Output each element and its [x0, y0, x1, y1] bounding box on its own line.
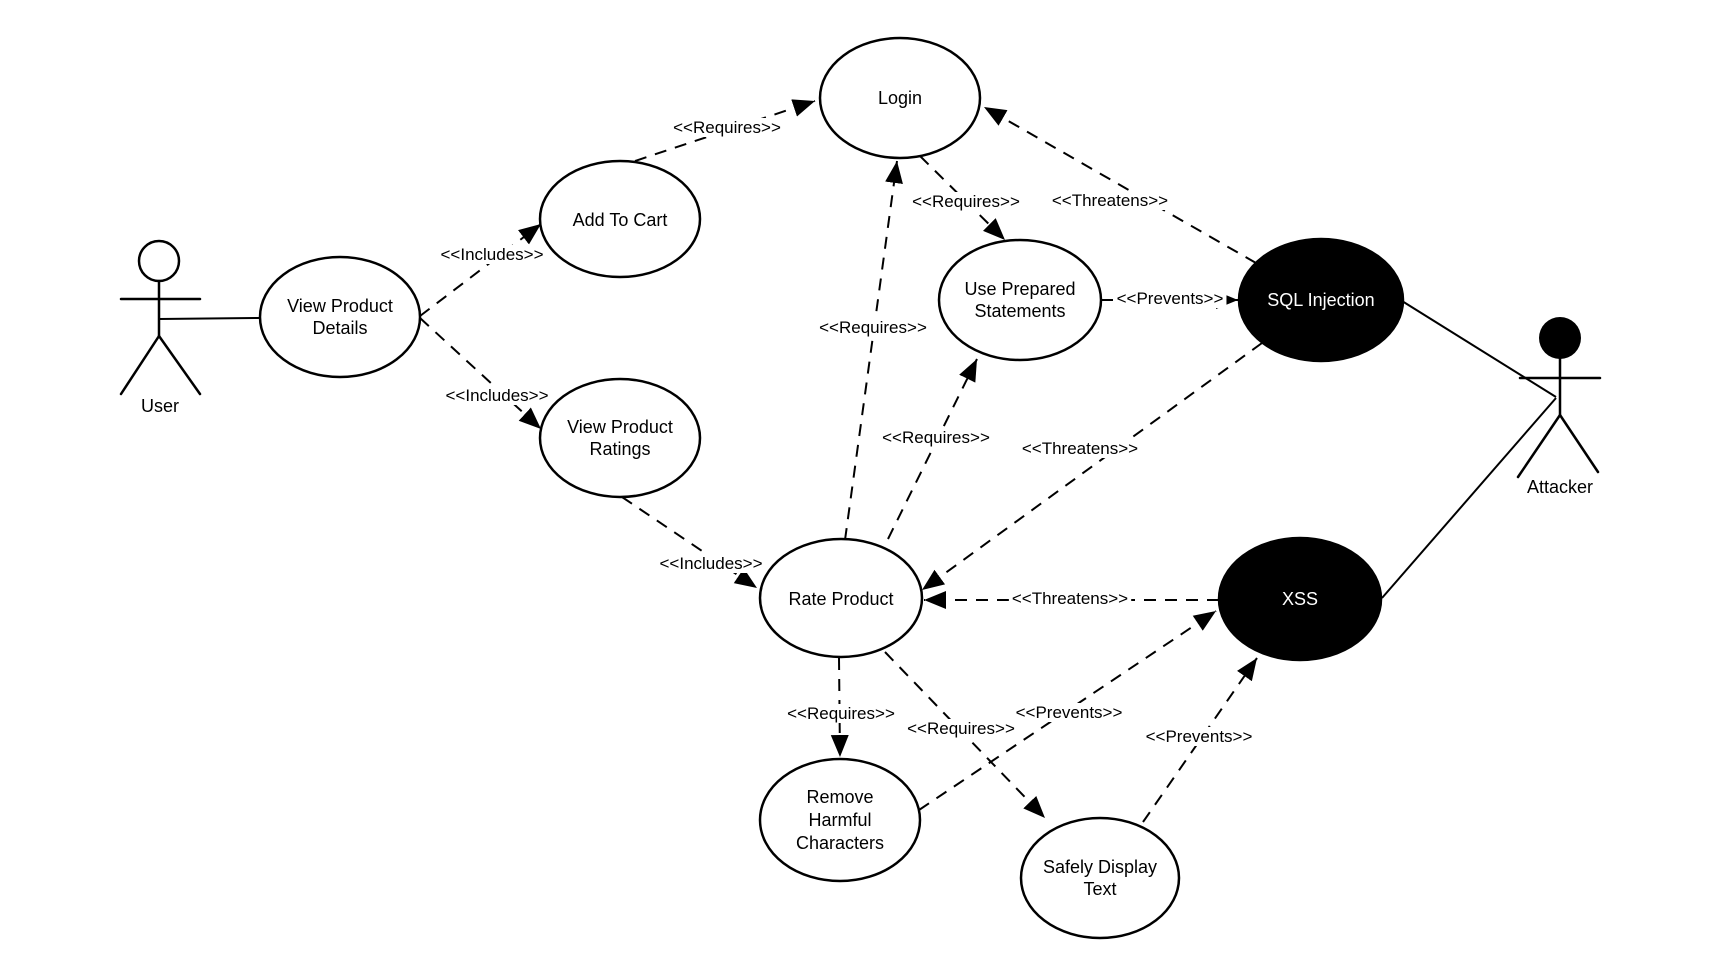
- edge-vpr-includes-rate-product[interactable]: [621, 496, 758, 589]
- usecase-ellipse[interactable]: [758, 537, 924, 659]
- usecase-ellipse[interactable]: [937, 238, 1103, 362]
- edge-label-bg: [1012, 703, 1126, 722]
- usecase-label: Login: [878, 88, 922, 108]
- edge-label-requires: <<Requires>>: [819, 318, 927, 337]
- edge-label-includes: <<Includes>>: [659, 554, 762, 573]
- association-lines: [158, 300, 1557, 599]
- association-user-view-product-details[interactable]: [158, 317, 261, 320]
- edge-label-requires: <<Requires>>: [882, 428, 990, 447]
- usecase-label: SQL Injection: [1267, 290, 1374, 310]
- usecase-label: Rate Product: [788, 589, 893, 609]
- actor-head: [137, 239, 181, 283]
- edge-label-bg: [437, 245, 547, 264]
- edge-label-bg: [879, 428, 993, 447]
- actor-legs: [119, 334, 202, 396]
- edge-label-bg: [784, 704, 898, 723]
- edge-label-requires: <<Requires>>: [787, 704, 895, 723]
- usecase-ellipse[interactable]: [538, 377, 702, 499]
- edge-rate-product-requires-login[interactable]: [844, 160, 903, 541]
- usecase-label: XSS: [1282, 589, 1318, 609]
- actor-user[interactable]: User: [119, 239, 202, 416]
- actor-label: Attacker: [1527, 477, 1593, 497]
- association-attacker-sql-injection[interactable]: [1401, 300, 1557, 398]
- actor-head-filled: [1539, 317, 1581, 359]
- edge-label-bg: [1142, 727, 1256, 746]
- edge-sql-injection-threatens-login[interactable]: [983, 106, 1257, 264]
- edge-label-bg: [909, 192, 1023, 211]
- edge-label-requires: <<Requires>>: [907, 719, 1015, 738]
- edge-label-bg: [816, 318, 930, 337]
- edge-label-bg: [1113, 289, 1227, 308]
- edge-label-includes: <<Includes>>: [445, 386, 548, 405]
- edge-label-includes: <<Includes>>: [440, 245, 543, 264]
- edge-labels: <<Includes>> <<Requires>> <<Includes>> <…: [437, 118, 1256, 746]
- edge-label-requires: <<Requires>>: [912, 192, 1020, 211]
- edge-label-prevents: <<Prevents>>: [1117, 289, 1224, 308]
- usecase-ellipse-threat[interactable]: [1217, 536, 1383, 662]
- usecase-label: Add To Cart: [573, 210, 668, 230]
- usecase-login[interactable]: Login: [818, 36, 982, 160]
- edge-label-bg: [670, 118, 784, 137]
- edge-label-threatens: <<Threatens>>: [1012, 589, 1128, 608]
- edge-label-prevents: <<Prevents>>: [1146, 727, 1253, 746]
- usecase-ellipse-threat[interactable]: [1237, 237, 1405, 363]
- usecase-add-to-cart[interactable]: Add To Cart: [538, 159, 702, 279]
- usecase-xss[interactable]: XSS: [1217, 536, 1383, 662]
- usecase-ellipse[interactable]: [258, 255, 422, 379]
- edge-label-bg: [904, 719, 1018, 738]
- edge-rate-product-requires-prepared-statements[interactable]: [887, 358, 978, 540]
- usecase-ellipse[interactable]: [758, 757, 922, 883]
- edge-label-bg: [656, 554, 766, 573]
- edge-vpd-includes-view-product-ratings[interactable]: [419, 317, 542, 430]
- actor-attacker[interactable]: Attacker: [1516, 317, 1602, 497]
- edge-label-threatens: <<Threatens>>: [1052, 191, 1168, 210]
- actor-legs: [1516, 413, 1600, 479]
- usecase-ellipse[interactable]: [538, 159, 702, 279]
- usecase-ellipse[interactable]: [1019, 816, 1181, 940]
- edge-label-bg: [442, 386, 552, 405]
- usecase-ellipse[interactable]: [818, 36, 982, 160]
- edge-label-requires: <<Requires>>: [673, 118, 781, 137]
- edge-label-prevents: <<Prevents>>: [1016, 703, 1123, 722]
- edge-vpd-includes-add-to-cart[interactable]: [419, 223, 542, 317]
- usecase-rate-product[interactable]: Rate Product: [758, 537, 924, 659]
- usecase-sql-injection[interactable]: SQL Injection: [1237, 237, 1405, 363]
- edge-sql-injection-threatens-rate-product[interactable]: [921, 342, 1263, 591]
- edge-label-bg: [1008, 589, 1132, 608]
- association-attacker-xss[interactable]: [1381, 397, 1557, 599]
- edge-label-threatens: <<Threatens>>: [1022, 439, 1138, 458]
- edge-label-bg: [1018, 439, 1142, 458]
- edge-label-bg: [1048, 191, 1172, 210]
- actor-label: User: [141, 396, 179, 416]
